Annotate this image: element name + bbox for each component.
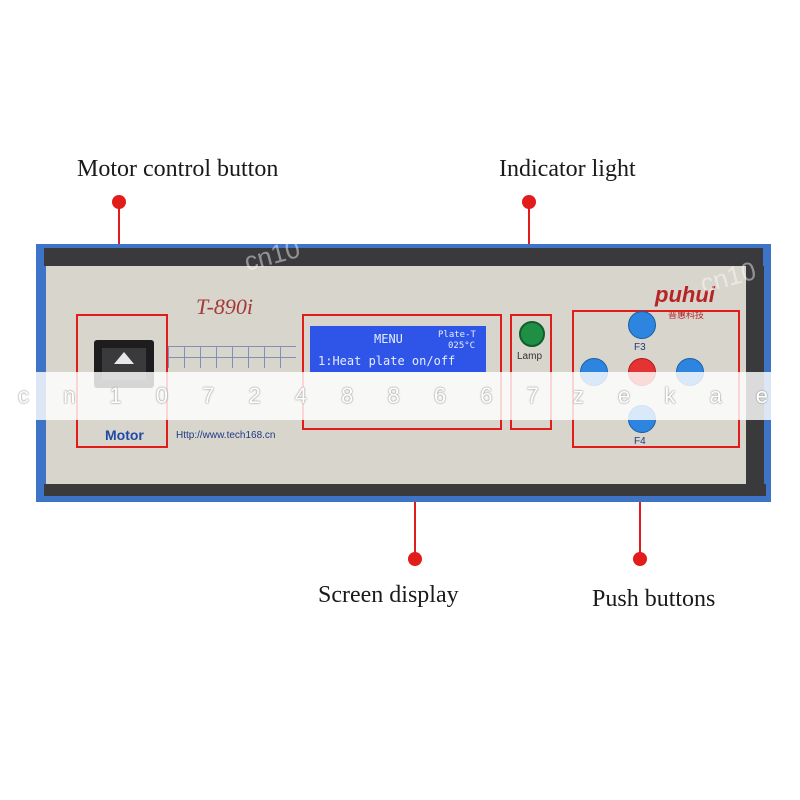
model-name: T-890i [196,294,254,319]
panel-base [44,484,766,496]
screen-callout-dot [408,552,422,566]
lcd-menu-title: MENU [374,332,403,346]
f3-label: F3 [634,342,646,353]
grid-decoration [168,346,296,368]
lamp-label: Lamp [517,351,543,362]
lcd-plate-label: Plate-T [438,330,476,340]
arrow-up-icon [114,352,134,364]
device-top-edge [44,248,763,266]
push-buttons-callout: Push buttons [592,586,716,612]
lcd-plate-temp: 025°C [448,341,476,351]
indicator-lamp [519,321,545,347]
lcd-screen: MENU Plate-T 025°C 1:Heat plate on/off [310,326,486,372]
watermark-band [0,372,800,420]
website-url: Http://www.tech168.cn [176,430,276,441]
motor-control-callout: Motor control button [77,156,279,182]
screen-display-callout: Screen display [318,582,459,608]
push-callout-dot [633,552,647,566]
brand-logo: puhui [655,282,715,307]
motor-callout-dot [112,195,126,209]
brand-subtitle: 普惠科技 [668,311,705,321]
lcd-menu-item: 1:Heat plate on/off [318,354,456,368]
indicator-light-callout: Indicator light [499,156,636,182]
push-button-f3[interactable] [628,311,656,339]
indicator-callout-dot [522,195,536,209]
motor-label: Motor [105,427,144,443]
watermark-text: c n 1 0 7 2 4 8 8 6 6 7 z e k a e [17,383,783,408]
f4-label: F4 [634,436,646,447]
